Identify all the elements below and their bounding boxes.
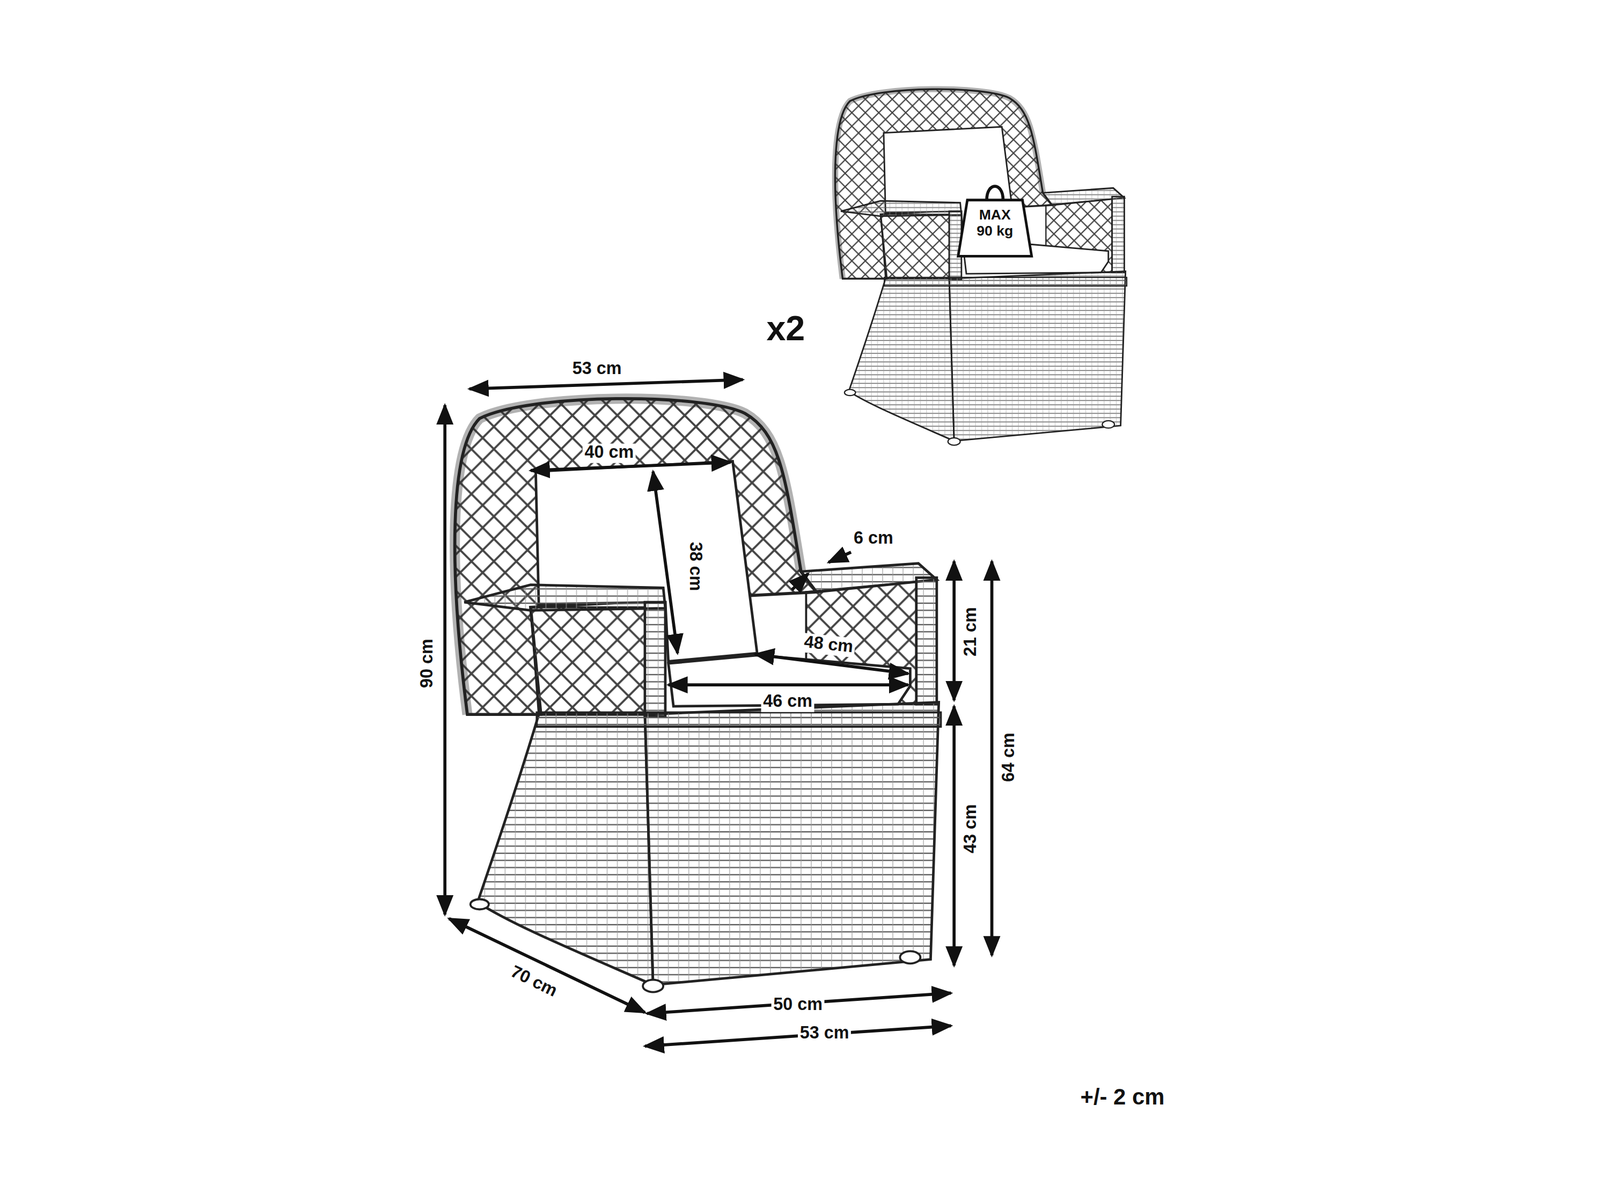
- dimension-label: 53 cm: [797, 1024, 851, 1044]
- tolerance-note: +/- 2 cm: [1078, 1084, 1168, 1110]
- dimension-label: 46 cm: [761, 692, 815, 713]
- quantity-label: x2: [764, 309, 808, 348]
- dimension-label: 64 cm: [999, 730, 1019, 784]
- dimension-label: 21 cm: [962, 605, 982, 659]
- dimension-label: 40 cm: [582, 443, 636, 464]
- dimension-label: 6 cm: [851, 529, 895, 549]
- dimension-label: 90 cm: [417, 636, 438, 691]
- dimension-label: 50 cm: [771, 995, 825, 1015]
- weight-icon: MAX 90 kg: [957, 192, 1033, 258]
- dimension-label: 38 cm: [685, 539, 705, 593]
- dimension-label: 53 cm: [570, 360, 624, 380]
- load-text: MAX 90 kg: [972, 206, 1018, 239]
- dimension-label: 43 cm: [962, 802, 982, 856]
